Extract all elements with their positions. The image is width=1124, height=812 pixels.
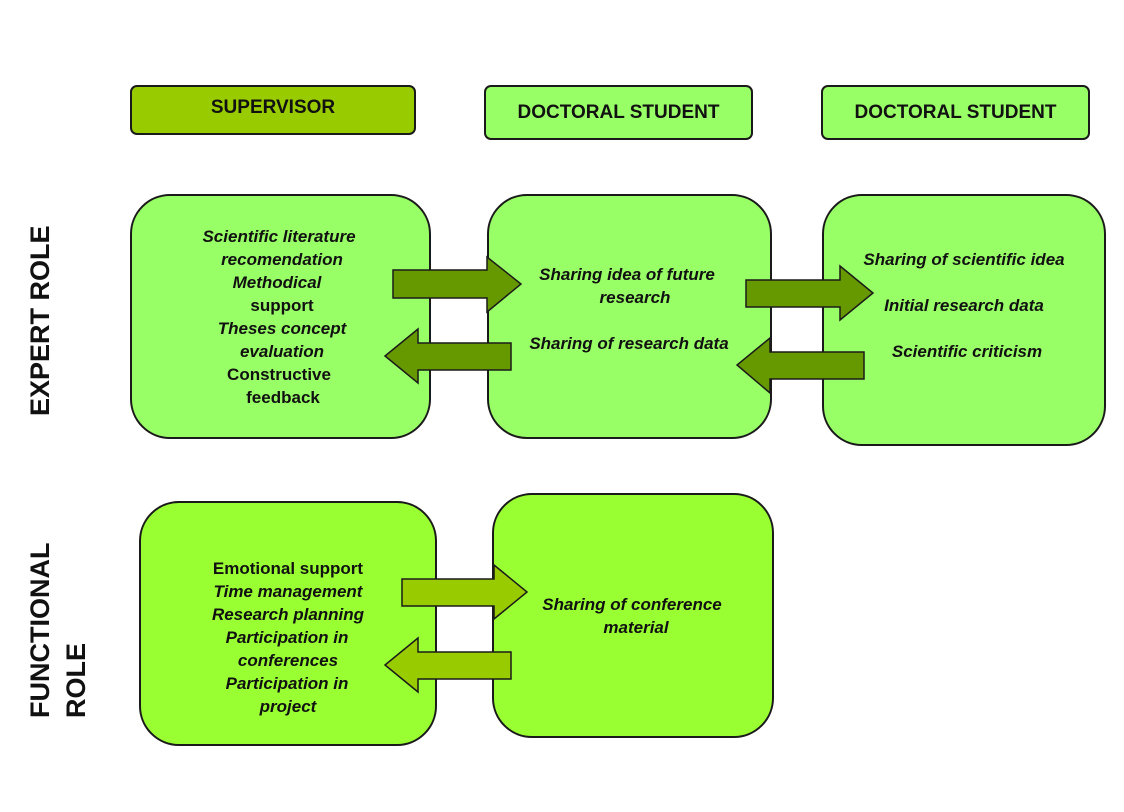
expert-supervisor-item-4: support [250,296,314,315]
arrow-student1-to-supervisor-functional [383,636,512,694]
supervisor-header: SUPERVISOR [130,85,416,135]
expert-student2-item-3: Scientific criticism [891,342,1043,361]
expert-student2-box [822,194,1106,446]
doctoral-student-header-2-label: DOCTORAL STUDENT [854,101,1057,123]
expert-supervisor-box [130,194,431,439]
expert-student2-item-1: Sharing of scientific idea [863,250,1065,269]
doctoral-student-header-1: DOCTORAL STUDENT [484,85,753,140]
expert-student1-item-2: research [599,288,671,307]
arrow-supervisor-to-student1-functional [401,563,529,621]
arrow-student2-to-student1-expert [735,336,865,395]
functional-supervisor-item-6: Participation in [225,674,349,693]
expert-student2-item-2: Initial research data [884,296,1044,315]
functional-supervisor-item-1: Emotional support [212,559,364,578]
expert-student1-box [487,194,772,439]
functional-supervisor-item-7: project [259,697,317,716]
expert-supervisor-item-1: Scientific literature [202,227,356,246]
doctoral-student-header-2: DOCTORAL STUDENT [821,85,1090,140]
functional-student1-item-1: Sharing of conference [542,595,722,614]
expert-student1-item-1: Sharing idea of future [539,265,715,284]
doctoral-student-header-1-label: DOCTORAL STUDENT [517,101,720,123]
expert-supervisor-item-8: feedback [246,388,320,407]
expert-student1-item-3: Sharing of research data [529,334,729,353]
arrow-student1-to-student2-expert [745,264,875,322]
functional-supervisor-item-2: Time management [213,582,363,601]
functional-supervisor-box [139,501,437,746]
expert-supervisor-item-3: Methodical [232,273,322,292]
arrow-student1-to-supervisor-expert [383,327,512,385]
functional-supervisor-item-4: Participation in [225,628,349,647]
expert-supervisor-item-5: Theses concept [217,319,347,338]
expert-supervisor-item-7: Constructive [227,365,331,384]
expert-supervisor-item-6: evaluation [239,342,325,361]
functional-supervisor-item-3: Research planning [211,605,365,624]
functional-student1-item-2: material [603,618,669,637]
functional-supervisor-item-5: conferences [237,651,339,670]
functional-student1-box [492,493,774,738]
supervisor-header-label: SUPERVISOR [210,97,336,118]
arrow-supervisor-to-student1-expert [392,255,523,314]
expert-supervisor-item-2: recomendation [221,250,343,269]
